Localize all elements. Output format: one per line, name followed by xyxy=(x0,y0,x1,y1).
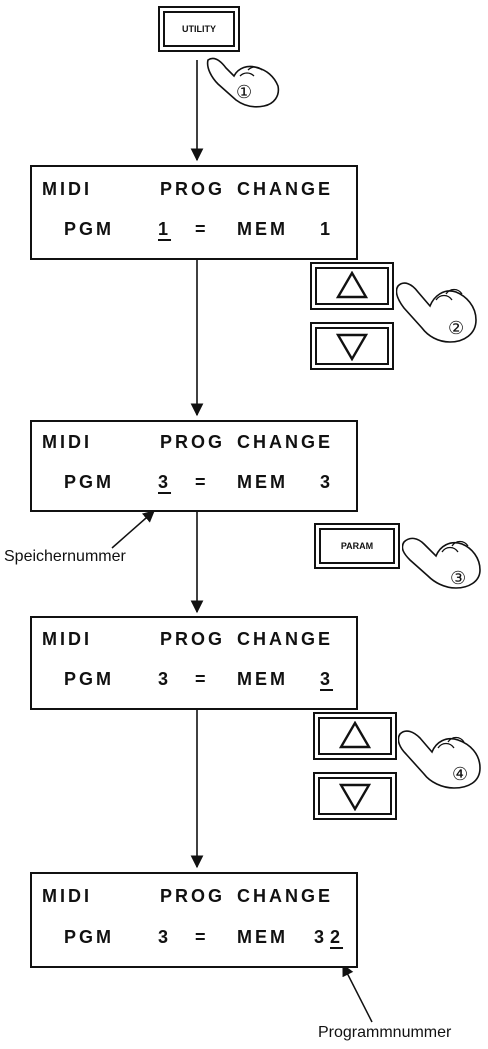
display-2-line-1: MIDI PROG CHANGE xyxy=(32,432,356,462)
down-arrow-icon xyxy=(338,781,372,811)
display-2-equals: = xyxy=(195,472,209,493)
speichernummer-label: Speichernummer xyxy=(4,548,126,566)
display-3-prog: PROG xyxy=(160,629,225,650)
programmnummer-label: Programmnummer xyxy=(318,1024,451,1042)
display-1-prog: PROG xyxy=(160,179,225,200)
display-3-midi: MIDI xyxy=(42,629,92,650)
down-button-step-2[interactable] xyxy=(310,322,394,370)
display-1-mem-value: 1 xyxy=(320,219,333,240)
pointing-hand-icon xyxy=(398,724,484,794)
display-3-change: CHANGE xyxy=(237,629,333,650)
display-4-line-2: PGM 3 = MEM 3 2 xyxy=(32,927,356,957)
display-1: MIDI PROG CHANGE PGM 1 = MEM 1 xyxy=(30,165,358,260)
display-2-mem: MEM xyxy=(237,472,288,493)
arrow-speichernummer xyxy=(112,511,154,548)
step-2-marker: ② xyxy=(448,318,464,339)
arrow-programmnummer xyxy=(343,965,372,1022)
display-4-mem-value-2: 2 xyxy=(330,927,343,948)
display-3-equals: = xyxy=(195,669,209,690)
display-1-change: CHANGE xyxy=(237,179,333,200)
display-4-pgm-value: 3 xyxy=(158,927,171,948)
display-4-mem: MEM xyxy=(237,927,288,948)
utility-button-label: UTILITY xyxy=(163,11,235,47)
display-3: MIDI PROG CHANGE PGM 3 = MEM 3 xyxy=(30,616,358,710)
display-2-mem-value: 3 xyxy=(320,472,333,493)
display-3-line-1: MIDI PROG CHANGE xyxy=(32,629,356,659)
step-4-marker: ④ xyxy=(452,764,468,785)
display-4: MIDI PROG CHANGE PGM 3 = MEM 3 2 xyxy=(30,872,358,968)
display-3-mem: MEM xyxy=(237,669,288,690)
display-3-pgm: PGM xyxy=(64,669,114,690)
display-1-pgm-value: 1 xyxy=(158,219,171,240)
up-button-step-2[interactable] xyxy=(310,262,394,310)
display-2: MIDI PROG CHANGE PGM 3 = MEM 3 xyxy=(30,420,358,512)
display-1-mem: MEM xyxy=(237,219,288,240)
param-button-label: PARAM xyxy=(319,528,395,564)
display-2-change: CHANGE xyxy=(237,432,333,453)
display-1-line-1: MIDI PROG CHANGE xyxy=(32,179,356,209)
up-arrow-icon xyxy=(335,271,369,301)
display-4-equals: = xyxy=(195,927,209,948)
display-2-pgm-value: 3 xyxy=(158,472,171,493)
display-4-mem-value: 3 xyxy=(314,927,327,948)
display-4-pgm: PGM xyxy=(64,927,114,948)
display-4-line-1: MIDI PROG CHANGE xyxy=(32,886,356,916)
display-2-midi: MIDI xyxy=(42,432,92,453)
up-arrow-icon xyxy=(338,721,372,751)
display-1-line-2: PGM 1 = MEM 1 xyxy=(32,219,356,249)
step-3-marker: ③ xyxy=(450,568,466,589)
display-2-prog: PROG xyxy=(160,432,225,453)
step-1-marker: ① xyxy=(236,82,252,103)
display-4-midi: MIDI xyxy=(42,886,92,907)
display-3-line-2: PGM 3 = MEM 3 xyxy=(32,669,356,699)
down-arrow-icon xyxy=(335,331,369,361)
down-button-step-4[interactable] xyxy=(313,772,397,820)
display-4-change: CHANGE xyxy=(237,886,333,907)
display-2-line-2: PGM 3 = MEM 3 xyxy=(32,472,356,502)
utility-button[interactable]: UTILITY xyxy=(158,6,240,52)
display-2-pgm: PGM xyxy=(64,472,114,493)
display-1-equals: = xyxy=(195,219,209,240)
param-button[interactable]: PARAM xyxy=(314,523,400,569)
display-1-pgm: PGM xyxy=(64,219,114,240)
display-3-pgm-value: 3 xyxy=(158,669,171,690)
pointing-hand-icon xyxy=(402,530,484,592)
display-3-mem-value: 3 xyxy=(320,669,333,690)
up-button-step-4[interactable] xyxy=(313,712,397,760)
pointing-hand-icon xyxy=(396,276,480,348)
display-4-prog: PROG xyxy=(160,886,225,907)
display-1-midi: MIDI xyxy=(42,179,92,200)
